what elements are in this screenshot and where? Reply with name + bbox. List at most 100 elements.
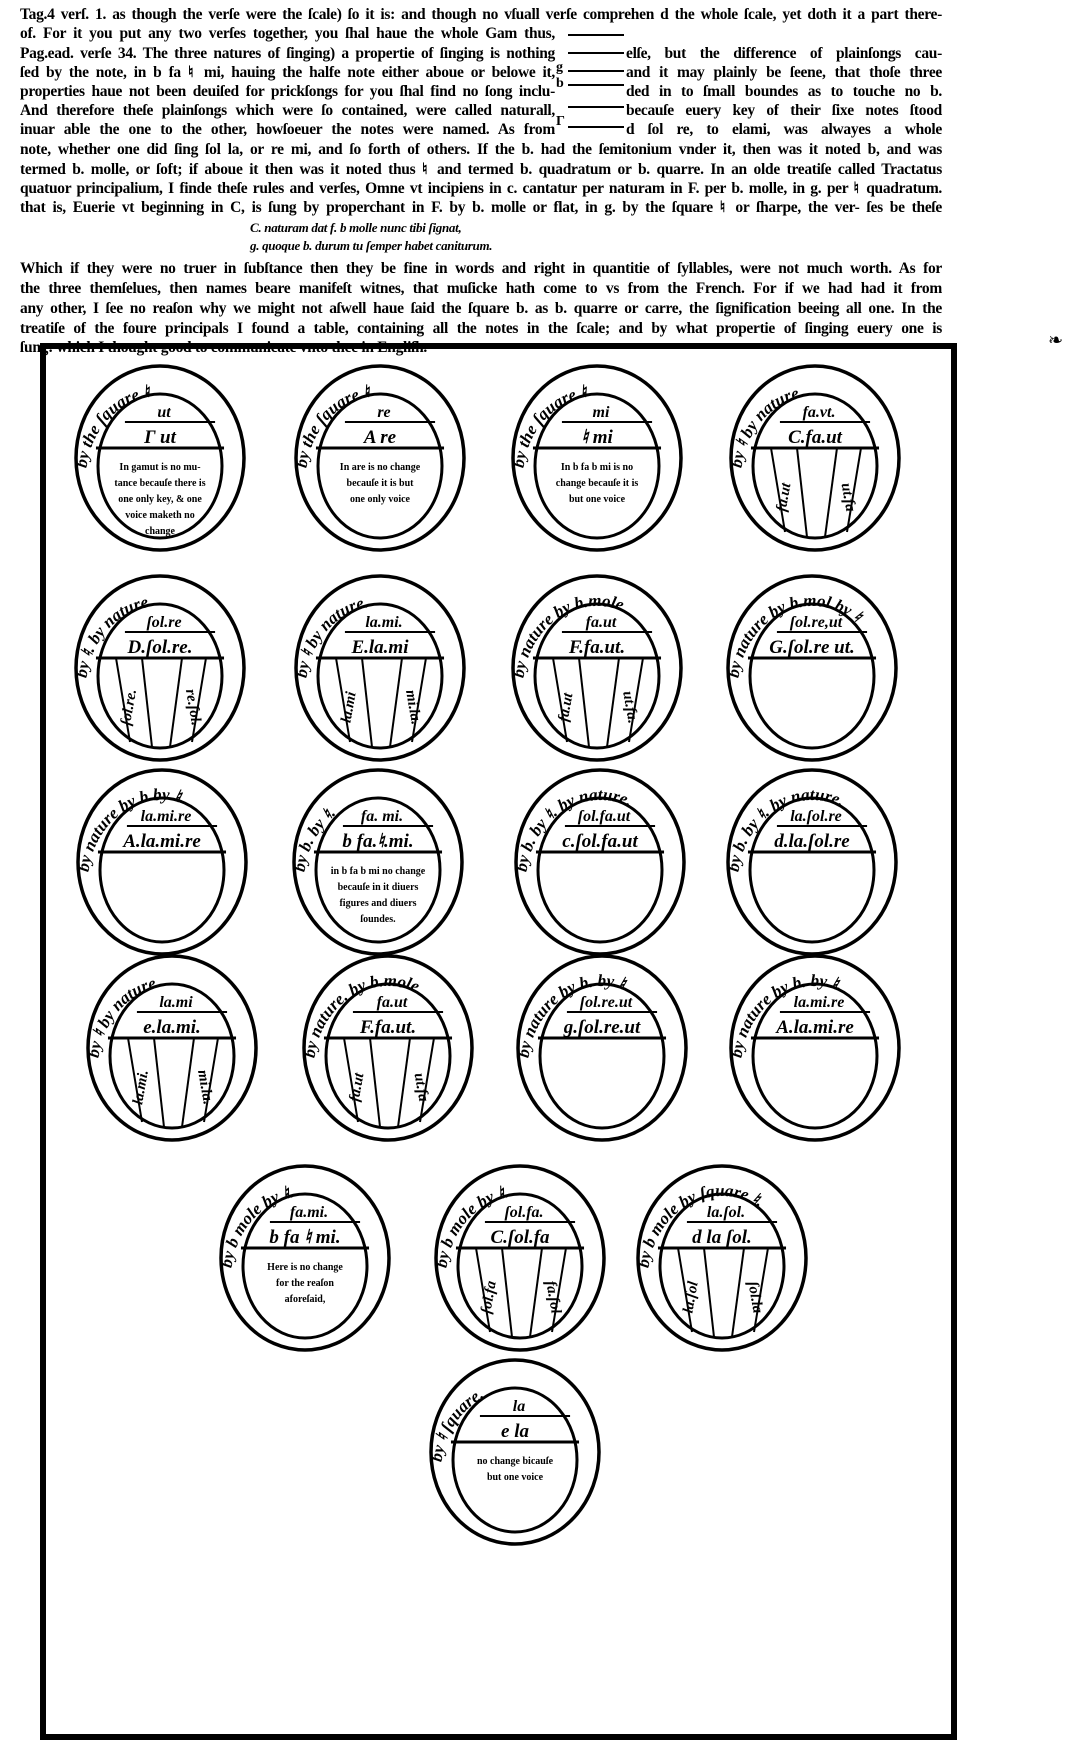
arc-label: by b mole by ♮. (217, 1182, 296, 1269)
band-edge (169, 657, 183, 748)
arc-label-path: by the ſquare ♮ (292, 382, 373, 469)
outer-ring (76, 768, 248, 956)
inner-ring (533, 392, 661, 540)
outer-ring (514, 768, 686, 956)
band-label-right: ut.fa (411, 1072, 432, 1104)
band-edge (753, 1247, 769, 1333)
text-line-4-right: and it may plainly be ſeene, that thoſe … (626, 64, 942, 81)
band-label-left: ſol.fa (478, 1279, 500, 1315)
arc-label-path: by b. by ♮. by nature. (512, 785, 636, 873)
arc-label: by ♮. by nature (72, 592, 151, 679)
band-edge (501, 1247, 513, 1338)
top-note-label: la.mi (159, 994, 193, 1011)
text-line-7-right: d ſol re, to elami, was alwayes a whole (626, 121, 942, 138)
inner-ring (451, 1386, 579, 1534)
text-line-5: properties haue not been deuiſed for pri… (20, 83, 555, 100)
main-note-label: C.ſol.fa (490, 1227, 550, 1248)
band-edge (181, 1037, 195, 1128)
band-edge (343, 1037, 359, 1123)
main-note-label: ♮ mi (581, 427, 613, 448)
arc-label: by b. by ♮. by nature. (724, 785, 848, 873)
text-line-6-right: becauſe euery key of their ſixe notes ſt… (626, 102, 942, 119)
text-line-1: Tag.4 verſ. 1. as though the verſe were … (20, 6, 942, 23)
arc-label: by the ſquare ♮ (509, 382, 590, 469)
body-text-line: figures and diuers (339, 898, 416, 909)
arc-label-path: by ♮ by nature. (292, 592, 370, 679)
note-circle: by b mole by ♮.fa.mi.b fa ♮ mi.Here is n… (217, 1164, 391, 1352)
outer-ring (511, 574, 683, 762)
outer-ring (86, 954, 258, 1142)
top-note-label: ſol.re,ut (790, 614, 843, 631)
top-note-label: la.ſol. (707, 1204, 745, 1221)
top-note-label: re (377, 404, 390, 421)
main-note-label: E.la.mi (350, 637, 409, 658)
band-edge (397, 1037, 411, 1128)
band-edge (677, 1247, 693, 1333)
band-label-left: fa.ut (774, 481, 795, 513)
inner-ring (536, 796, 664, 944)
body-text-line: no change bicauſe (477, 1456, 554, 1467)
band-edge (411, 657, 427, 743)
main-note-label: d.la.ſol.re (774, 831, 850, 852)
band-label-right: ut.fa (838, 482, 859, 514)
top-note-label: la.ſol.re (790, 808, 842, 825)
arc-label-path: by nature. by b.mole (300, 971, 423, 1059)
band-edge (475, 1247, 491, 1333)
body-text-line: tance becauſe there is (114, 478, 205, 489)
outer-ring (74, 574, 246, 762)
text-line-10: quatuor principalium, I finde theſe rule… (20, 180, 942, 197)
top-note-label: fa.mi. (290, 1204, 328, 1221)
top-note-label: mi (593, 404, 610, 421)
arc-label-path: by b mole by ſquare ♮. (634, 1181, 768, 1269)
body-text-line: but one voice (487, 1472, 544, 1483)
note-circle: by nature by b. by ♮.la.mi.reA.la.mi.re (727, 954, 901, 1142)
inner-ring (96, 602, 224, 750)
band-label-left: la.mi (338, 690, 359, 724)
body-text-line: one only key, & one (118, 494, 202, 505)
top-note-label: ſol.re.ut (580, 994, 633, 1011)
gamut-scale-diagram: g b Γ (556, 28, 624, 138)
note-circle: by nature by b. by ♮ſol.re.ut g.ſol.re.ut (514, 954, 688, 1142)
arc-label-path: by nature by b by ♮. (74, 785, 188, 873)
top-note-label: ſol.fa.ut (578, 808, 631, 825)
inner-ring (108, 982, 236, 1130)
inner-ring (324, 982, 452, 1130)
outer-ring (636, 1164, 808, 1352)
body-text-line: voice maketh no (125, 510, 194, 521)
main-note-label: g.ſol.re.ut (563, 1017, 641, 1038)
top-note-label: fa.ut (377, 994, 408, 1011)
top-note-label: fa.ut (586, 614, 617, 631)
arc-label: by ♮ by nature. (292, 592, 370, 679)
arc-label: by the ſquare ♮ (72, 382, 153, 469)
outer-ring (726, 768, 898, 956)
top-note-label: la.mi.re (794, 994, 845, 1011)
main-note-label: A.la.mi.re (775, 1017, 854, 1038)
inner-ring (748, 796, 876, 944)
note-circle: by nature by b.mol by ♮ſol.re,utG.ſol.re… (724, 574, 898, 762)
inner-ring (314, 796, 442, 944)
top-note-label: fa. mi. (361, 808, 403, 825)
band-edge (824, 447, 838, 538)
note-circle: by ♮. by natureſol.reD.ſol.re.ſol.re.re.… (72, 574, 246, 762)
scale-label-g: g (556, 60, 563, 75)
arc-label: by b mole by ♮. (432, 1182, 511, 1269)
arc-label-path: by b mole by ♮. (217, 1182, 296, 1269)
arc-label-path: by b mole by ♮. (432, 1182, 511, 1269)
text-line-4: ſed by the note, in b fa ♮ mi, hauing th… (20, 64, 555, 81)
band-edge (796, 447, 808, 538)
top-note-label: ſol.fa. (504, 1204, 543, 1221)
band-edge (419, 1037, 435, 1123)
top-note-label: ut (157, 404, 171, 421)
band-edge (529, 1247, 543, 1338)
main-note-label: F.fa.ut. (359, 1017, 416, 1038)
arc-label-path: by the ſquare ♮ (509, 382, 590, 469)
scale-label-b: b (556, 76, 564, 91)
note-circle: by b. by ♮. by nature.ſol.fa.utc.ſol.fa.… (512, 768, 686, 956)
inner-ring (456, 1192, 584, 1340)
arc-label: by nature by b. by ♮ (514, 971, 630, 1059)
